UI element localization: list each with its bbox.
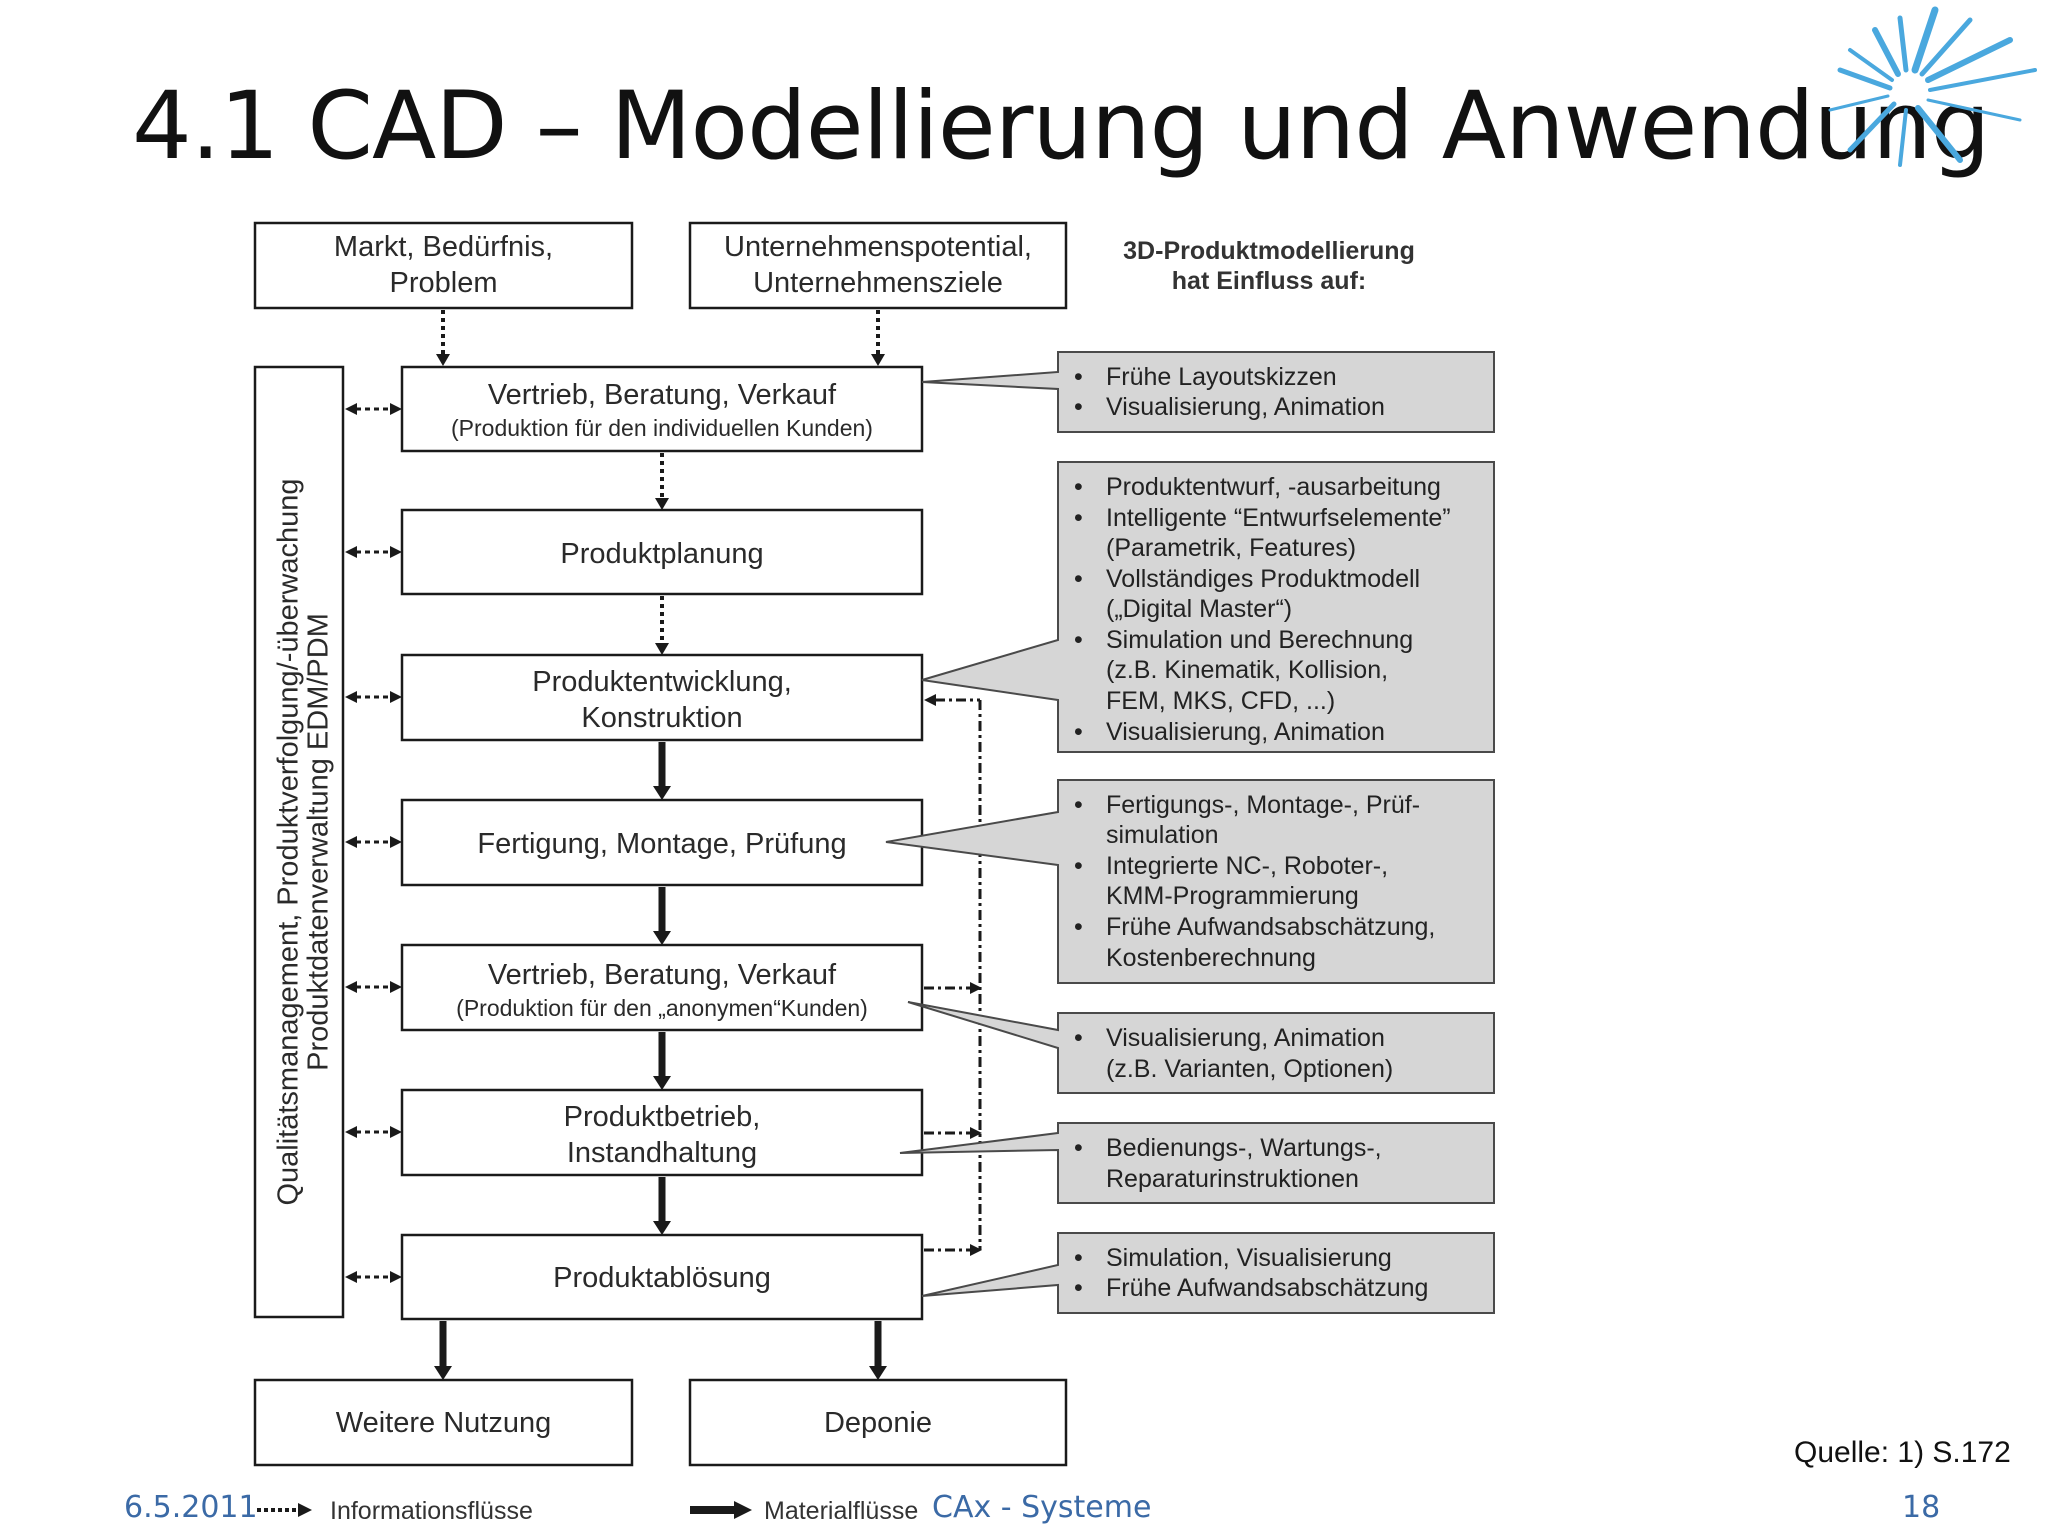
callout-2-item-3: Vollständiges Produktmodell	[1106, 565, 1420, 593]
svg-text:•: •	[1074, 791, 1083, 819]
input-box-company-line-2: Unternehmensziele	[753, 267, 1003, 299]
svg-text:•: •	[1074, 1134, 1083, 1162]
stage-2-label: Produktplanung	[560, 538, 763, 570]
callout-3-item-2: Integrierte NC-, Roboter-,	[1106, 852, 1388, 880]
input-box-company-line-1: Unternehmenspotential,	[724, 231, 1032, 263]
footer-course: CAx - Systeme	[932, 1490, 1152, 1525]
stage-box-3: Produktentwicklung, Konstruktion	[400, 653, 924, 742]
callout-1-item-1: Frühe Layoutskizzen	[1106, 363, 1337, 391]
stage-box-1: Vertrieb, Beratung, Verkauf (Produktion …	[400, 365, 924, 453]
callout-3-item-1-cont: simulation	[1106, 821, 1219, 849]
callout-4-item-1-cont: (z.B. Varianten, Optionen)	[1106, 1055, 1393, 1083]
output-box-reuse: Weitere Nutzung	[253, 1378, 634, 1467]
callout-3-item-3: Frühe Aufwandsabschätzung,	[1106, 913, 1435, 941]
stage-1-label: Vertrieb, Beratung, Verkauf	[488, 379, 837, 411]
influence-heading-line-2: hat Einfluss auf:	[1172, 267, 1366, 295]
output-box-landfill-label: Deponie	[824, 1407, 932, 1439]
input-box-market-line-2: Problem	[390, 267, 498, 299]
callout-5-item-1-cont: Reparaturinstruktionen	[1106, 1165, 1359, 1193]
legend-info-label: Informationsflüsse	[330, 1497, 533, 1525]
callout-3-item-1: Fertigungs-, Montage-, Prüf-	[1106, 791, 1420, 819]
callout-2-item-4-cont-1: (z.B. Kinematik, Kollision,	[1106, 656, 1388, 684]
input-box-market: Markt, Bedürfnis, Problem	[253, 221, 634, 310]
stage-3-label-line-1: Produktentwicklung,	[532, 666, 792, 698]
stage-box-6: Produktbetrieb, Instandhaltung	[400, 1088, 924, 1177]
callout-4: • Visualisierung, Animation (z.B. Varian…	[907, 1001, 1495, 1094]
legend-info-flow: Informationsflüsse	[257, 1497, 533, 1525]
stage-5-sublabel: (Produktion für den „anonymen“Kunden)	[456, 995, 868, 1021]
svg-text:•: •	[1074, 718, 1083, 746]
callout-2-item-2: Intelligente “Entwurfselemente”	[1106, 504, 1451, 532]
svg-text:•: •	[1074, 852, 1083, 880]
svg-text:•: •	[1074, 1244, 1083, 1272]
stage-6-label-line-2: Instandhaltung	[567, 1137, 757, 1169]
svg-text:•: •	[1074, 504, 1083, 532]
svg-text:•: •	[1074, 913, 1083, 941]
callout-5: • Bedienungs-, Wartungs-, Reparaturinstr…	[899, 1122, 1495, 1204]
side-bar-line-2: Produktdatenverwaltung EDM/PDM	[303, 613, 335, 1071]
stage-4-label: Fertigung, Montage, Prüfung	[477, 828, 846, 860]
output-box-landfill: Deponie	[688, 1378, 1068, 1467]
output-box-reuse-label: Weitere Nutzung	[336, 1407, 551, 1439]
stage-box-7: Produktablösung	[400, 1233, 924, 1321]
source-note: Quelle: 1) S.172	[1794, 1436, 2011, 1469]
svg-text:•: •	[1074, 1024, 1083, 1052]
callout-3-item-2-cont: KMM-Programmierung	[1106, 882, 1359, 910]
stage-5-label: Vertrieb, Beratung, Verkauf	[488, 959, 837, 991]
stage-3-label-line-2: Konstruktion	[581, 702, 742, 734]
stage-7-label: Produktablösung	[553, 1262, 771, 1294]
svg-text:•: •	[1074, 565, 1083, 593]
callout-6-item-2: Frühe Aufwandsabschätzung	[1106, 1274, 1428, 1302]
side-bar-line-1: Qualitätsmanagement, Produktverfolgung/-…	[273, 478, 305, 1205]
callout-2-item-4-cont-2: FEM, MKS, CFD, ...)	[1106, 687, 1335, 715]
svg-text:•: •	[1074, 363, 1083, 391]
callout-3-item-3-cont: Kostenberechnung	[1106, 944, 1316, 972]
callout-4-item-1: Visualisierung, Animation	[1106, 1024, 1385, 1052]
callout-6-item-1: Simulation, Visualisierung	[1106, 1244, 1392, 1272]
stage-box-4: Fertigung, Montage, Prüfung	[400, 798, 924, 887]
svg-text:•: •	[1074, 1274, 1083, 1302]
legend-material-label: Materialflüsse	[764, 1497, 918, 1525]
influence-heading-line-1: 3D-Produktmodellierung	[1123, 237, 1415, 265]
svg-text:•: •	[1074, 473, 1083, 501]
callout-2: • Produktentwurf, -ausarbeitung • Intell…	[921, 461, 1495, 753]
callout-3: • Fertigungs-, Montage-, Prüf- simulatio…	[885, 779, 1495, 984]
input-box-company: Unternehmenspotential, Unternehmensziele	[688, 221, 1068, 310]
callout-2-item-2-cont: (Parametrik, Features)	[1106, 534, 1356, 562]
legend-material-flow: Materialflüsse	[690, 1497, 918, 1525]
callout-6: • Simulation, Visualisierung • Frühe Auf…	[921, 1232, 1495, 1314]
footer-date: 6.5.2011	[124, 1490, 258, 1525]
callout-2-item-5: Visualisierung, Animation	[1106, 718, 1385, 746]
stage-6-label-line-1: Produktbetrieb,	[564, 1101, 761, 1133]
stage-box-5: Vertrieb, Beratung, Verkauf (Produktion …	[400, 943, 924, 1032]
footer-page-number: 18	[1902, 1490, 1941, 1525]
side-bar-quality: Qualitätsmanagement, Produktverfolgung/-…	[253, 365, 345, 1319]
svg-text:•: •	[1074, 626, 1083, 654]
input-box-market-line-1: Markt, Bedürfnis,	[334, 231, 553, 263]
starburst-logo-icon	[1828, 6, 2037, 167]
callout-5-item-1: Bedienungs-, Wartungs-,	[1106, 1134, 1382, 1162]
svg-text:•: •	[1074, 393, 1083, 421]
slide-title: 4.1 CAD – Modellierung und Anwendung	[132, 72, 1990, 181]
callout-1-item-2: Visualisierung, Animation	[1106, 393, 1385, 421]
stage-1-sublabel: (Produktion für den individuellen Kunden…	[451, 415, 873, 441]
callout-2-item-4: Simulation und Berechnung	[1106, 626, 1413, 654]
callout-2-item-3-cont: („Digital Master“)	[1106, 595, 1292, 623]
callout-1: • Frühe Layoutskizzen • Visualisierung, …	[921, 351, 1495, 433]
stage-box-2: Produktplanung	[400, 508, 924, 596]
callout-2-item-1: Produktentwurf, -ausarbeitung	[1106, 473, 1441, 501]
